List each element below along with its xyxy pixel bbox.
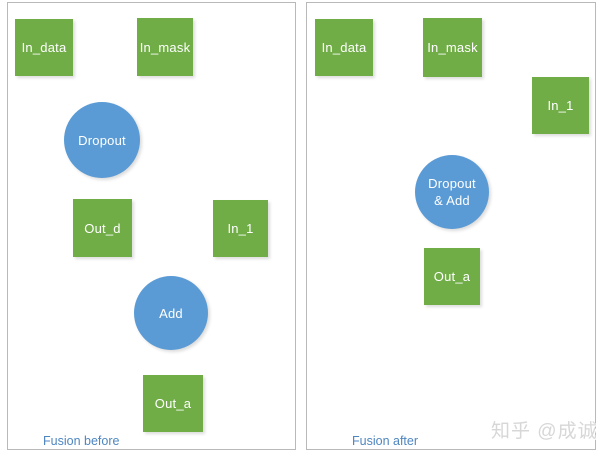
node-after-in-1: In_1	[532, 77, 589, 134]
node-label: Out_a	[433, 269, 471, 284]
node-before-in-mask: In_mask	[137, 18, 193, 76]
node-label-line: & Add	[434, 193, 470, 208]
node-after-in-data: In_data	[315, 19, 373, 76]
watermark-text: 知乎 @成诚	[491, 421, 598, 442]
node-before-out-a: Out_a	[143, 375, 203, 432]
node-label: In_1	[227, 221, 254, 236]
node-after-dropout-add: Dropout & Add	[415, 155, 489, 229]
node-label-line: Dropout	[428, 176, 476, 191]
node-before-in-1: In_1	[213, 200, 268, 257]
node-after-in-mask: In_mask	[423, 18, 482, 77]
node-before-in-data: In_data	[15, 19, 73, 76]
panel-caption-before: Fusion before	[43, 434, 120, 448]
node-before-out-d: Out_d	[73, 199, 132, 257]
node-label: Add	[159, 305, 183, 321]
node-label: In_mask	[427, 40, 478, 55]
node-before-add: Add	[134, 276, 208, 350]
node-before-dropout: Dropout	[64, 102, 140, 178]
node-label: In_mask	[139, 39, 191, 55]
node-label: Out_a	[154, 396, 192, 411]
node-label: In_data	[21, 40, 67, 55]
panel-caption-after: Fusion after	[352, 434, 419, 448]
node-label: Dropout	[78, 132, 126, 148]
node-label: In_data	[321, 40, 367, 55]
node-label: Out_d	[84, 220, 121, 236]
node-label: In_1	[547, 98, 574, 113]
node-after-out-a: Out_a	[424, 248, 480, 305]
